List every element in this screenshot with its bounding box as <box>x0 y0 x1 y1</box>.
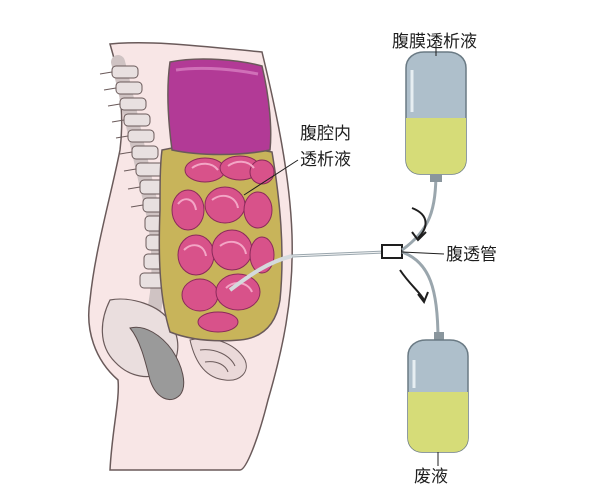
dialysate-bag-label: 腹膜透析液 <box>392 32 477 52</box>
dialysate-bag <box>405 51 467 182</box>
waste-bag-label: 废液 <box>414 467 448 487</box>
leader-catheter <box>401 251 445 255</box>
peritoneal-fluid-label-line2: 透析液 <box>300 150 351 170</box>
pelvic-organ <box>129 326 185 400</box>
arrow-down-icon <box>399 269 425 301</box>
catheter-connector <box>381 244 403 259</box>
catheter-label: 腹透管 <box>446 245 497 265</box>
arrow-down-icon <box>411 207 427 239</box>
leader-cavity <box>243 159 299 196</box>
peritoneal-fluid-label-line1: 腹腔内 <box>300 124 351 144</box>
outflow-tube <box>401 250 440 341</box>
waste-bag <box>407 332 469 453</box>
intestine-highlights <box>177 160 255 293</box>
intestines <box>171 155 275 333</box>
catheter-in-body <box>228 254 293 292</box>
upper-organ <box>167 58 272 156</box>
spine <box>99 55 175 327</box>
